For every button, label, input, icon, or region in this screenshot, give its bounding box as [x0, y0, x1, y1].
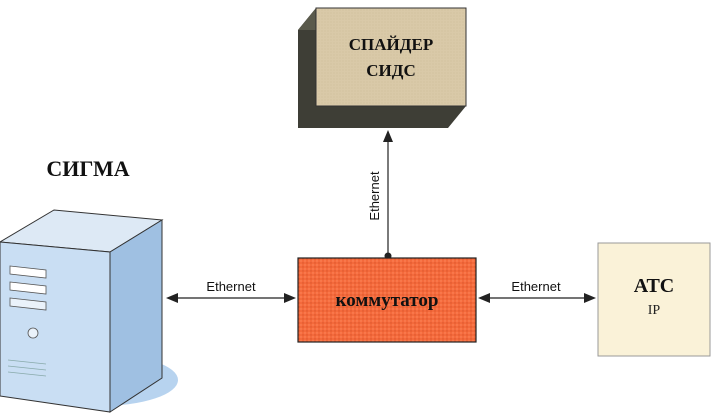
spider-sids-box: СПАЙДЕР СИДС — [298, 7, 467, 128]
arrow-left-icon — [166, 293, 178, 303]
switch-label: коммутатор — [336, 290, 439, 311]
spider-label-line2: СИДС — [366, 61, 415, 80]
sigma-label: СИГМА — [46, 156, 129, 181]
link-sigma-switch: Ethernet — [166, 279, 296, 303]
arrow-left-icon — [478, 293, 490, 303]
link-label-switch-ats: Ethernet — [511, 279, 561, 294]
arrow-right-icon — [284, 293, 296, 303]
link-label-sigma-switch: Ethernet — [206, 279, 256, 294]
sigma-server-icon — [0, 209, 178, 413]
spider-label-line1: СПАЙДЕР — [349, 35, 433, 54]
switch-box: коммутатор — [297, 257, 477, 343]
link-switch-ats: Ethernet — [478, 279, 596, 303]
spider-box-front — [315, 7, 467, 107]
ats-label-line2: IP — [648, 303, 661, 318]
arrow-right-icon — [584, 293, 596, 303]
arrow-up-icon — [383, 130, 393, 142]
link-switch-spider: Ethernet — [367, 130, 393, 260]
ats-ip-box: АТС IP — [597, 242, 711, 357]
link-label-switch-spider: Ethernet — [367, 171, 382, 221]
ats-label-line1: АТС — [634, 275, 674, 297]
